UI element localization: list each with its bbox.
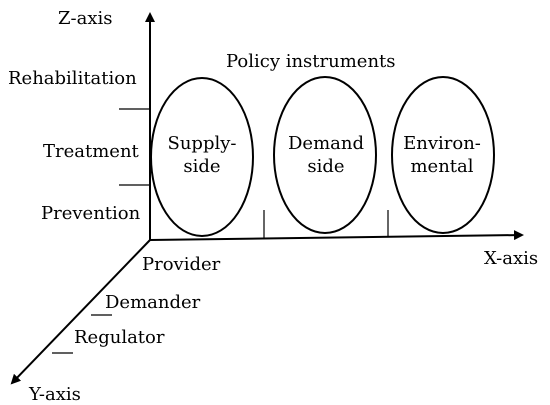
- y-axis-label: Y-axis: [28, 384, 81, 405]
- environmental-oval: [391, 76, 495, 234]
- z-axis-label: Z-axis: [58, 8, 112, 29]
- supply-side-label-line2: side: [183, 156, 220, 177]
- demand-side-oval: [273, 76, 377, 234]
- z-level-treatment: Treatment: [43, 141, 140, 162]
- supply-side-oval: [150, 77, 254, 237]
- z-level-rehabilitation: Rehabilitation: [8, 68, 137, 89]
- y-level-regulator: Regulator: [74, 327, 165, 348]
- z-level-prevention: Prevention: [41, 203, 141, 224]
- demand-side-label-line1: Demand: [288, 133, 364, 154]
- y-axis-line: [10, 239, 151, 385]
- demand-side-label-line2: side: [307, 156, 344, 177]
- y-level-provider: Provider: [142, 254, 221, 275]
- supply-side-label-line1: Supply-: [168, 133, 237, 154]
- environmental-label-line1: Environ-: [403, 133, 481, 154]
- group-title: Policy instruments: [226, 51, 396, 72]
- x-axis-line: [149, 230, 524, 241]
- x-axis-label: X-axis: [484, 248, 538, 269]
- y-level-demander: Demander: [105, 292, 201, 313]
- environmental-label-line2: mental: [410, 156, 473, 177]
